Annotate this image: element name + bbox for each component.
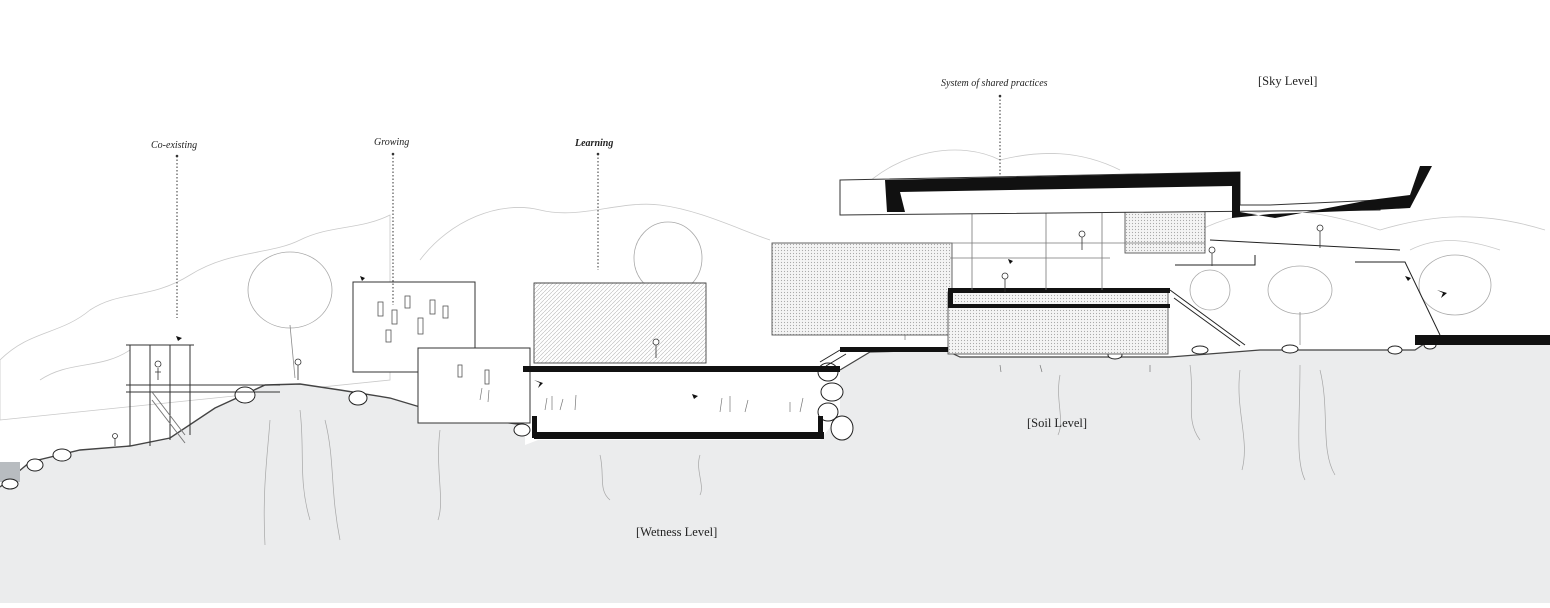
bird-icons: [176, 259, 1447, 399]
main-building: [771, 192, 1206, 355]
ground-section: [0, 340, 1550, 603]
main-building-structure: [840, 288, 1170, 352]
water-edge: [0, 462, 20, 482]
human-figures: [112, 224, 1324, 446]
annotation-shared-practices: System of shared practices: [941, 78, 1048, 89]
glazing-lines: [950, 193, 1205, 290]
annotation-leaders: [176, 96, 1001, 318]
observation-tower: [126, 344, 280, 446]
roof-canopy: [839, 166, 1432, 218]
annotation-dots: [175, 94, 1002, 158]
right-platform: [1175, 239, 1550, 345]
roots: [263, 364, 1336, 546]
level-label-wetness: [Wetness Level]: [636, 525, 718, 539]
growing-windows: [377, 295, 490, 385]
annotation-co-existing: Co-existing: [151, 140, 198, 151]
level-label-sky: [Sky Level]: [1258, 74, 1318, 88]
stairs: [819, 289, 1246, 367]
annotation-learning: Learning: [575, 138, 614, 149]
learning-pavilion: [533, 282, 707, 364]
trees: [247, 221, 1492, 379]
level-label-soil: [Soil Level]: [1027, 416, 1088, 430]
annotation-growing: Growing: [374, 137, 410, 148]
growing-building: [352, 281, 531, 424]
learning-underground-room: [523, 366, 840, 439]
vegetation-tufts: [479, 364, 1151, 413]
